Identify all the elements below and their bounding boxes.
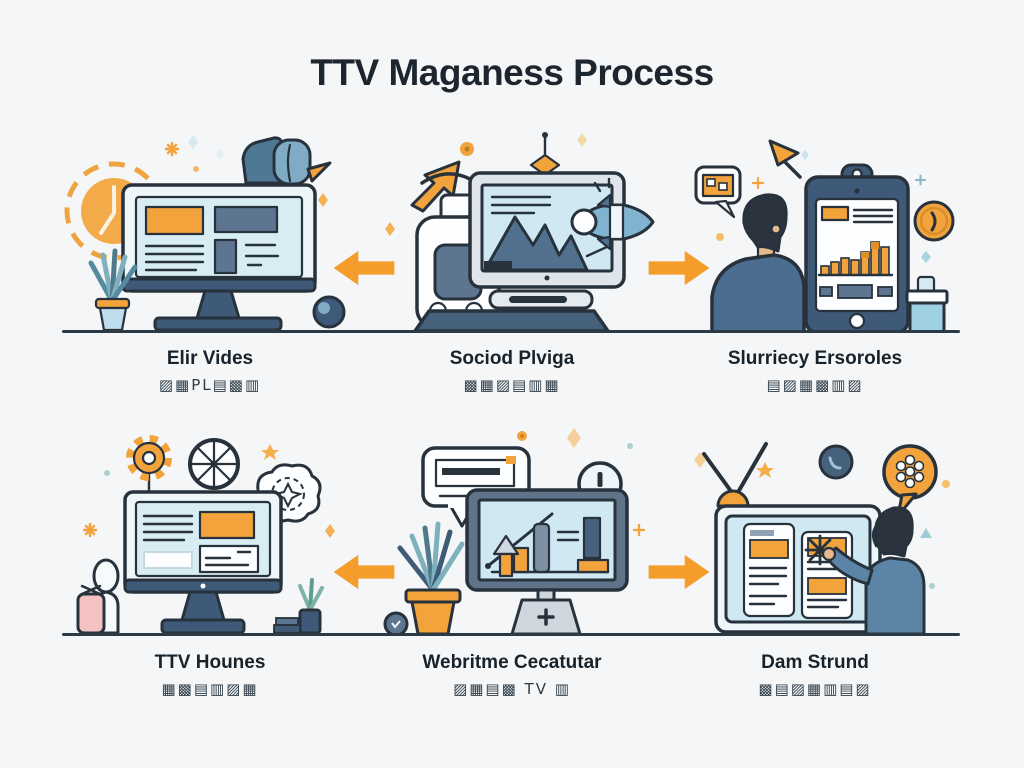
rocket-icon	[570, 177, 655, 251]
caption-title: Slurriecy Ersoroles	[727, 348, 903, 369]
sparkle-decorations	[716, 150, 931, 263]
coin-icon	[913, 200, 955, 242]
antenna-tv	[702, 442, 882, 634]
caption-subtitle: ▩▤▨▦▥▤▨	[758, 680, 872, 698]
monitor-growth-chart	[465, 488, 629, 635]
ground-line-row2	[62, 633, 960, 636]
kettlebell-icon	[312, 295, 346, 329]
plant-and-books	[273, 578, 324, 635]
caption-title: TTV Hounes	[154, 652, 266, 673]
panel-webritme-cecatutar	[362, 428, 662, 635]
illustration-settings-monitor	[76, 435, 335, 635]
backpack-icon	[241, 136, 332, 186]
desktop-monitor	[121, 183, 317, 332]
flow-arrow-right-row2	[648, 554, 710, 590]
wheel-icon	[188, 438, 240, 490]
panel-slurriecy-ersoroles	[670, 125, 970, 332]
image-speech-bubble	[694, 165, 742, 219]
panel-elir-vides	[62, 125, 362, 332]
sparkle-decorations	[82, 444, 335, 538]
ball-icon	[383, 611, 409, 635]
flower-speech-bubble	[882, 444, 938, 518]
caption-ttv-hounes: TTV Hounes ▦▩▤▥▨▦	[60, 652, 360, 698]
panel-ttv-hounes	[62, 428, 362, 635]
caption-subtitle: ▨▦PL▤▩▥	[158, 376, 262, 394]
caption-subtitle: ▤▨▦▩▥▨	[766, 376, 864, 394]
pink-bottle	[76, 584, 106, 635]
caption-subtitle: ▦▩▤▥▨▦	[161, 680, 259, 698]
panel-dam-strund	[670, 428, 970, 635]
person-viewer	[710, 193, 806, 332]
screen-card-left	[742, 522, 796, 618]
flow-arrow-left-row2	[333, 554, 395, 590]
monitor-mountain-chart	[413, 171, 626, 332]
gear-icon	[126, 435, 172, 496]
cup-icon	[905, 275, 949, 332]
chat-dot-icon	[818, 444, 854, 480]
sparkle-decorations	[517, 428, 646, 537]
illustration-person-tablet	[694, 139, 955, 332]
caption-title: Sociod Plviga	[449, 348, 575, 369]
illustration-desktop-website	[64, 135, 346, 332]
flow-arrow-left-row1	[333, 250, 395, 286]
caption-webritme-cecatutar: Webritme Cecatutar ▨▦▤▩ TV ▥	[362, 652, 662, 698]
caption-subtitle: ▨▦▤▩ TV ▥	[453, 680, 571, 698]
sparkle-decorations	[385, 133, 587, 236]
caption-title: Elir Vides	[166, 348, 254, 369]
potted-plant	[88, 248, 138, 332]
panel-sociod-plviga	[362, 125, 662, 332]
illustration-person-tv	[694, 442, 950, 635]
caption-sociod-plviga: Sociod Plviga ▩▦▨▤▥▦	[362, 348, 662, 394]
sparkle-decorations	[694, 452, 950, 589]
caption-title: Dam Strund	[761, 652, 869, 673]
caption-title: Webritme Cecatutar	[422, 652, 602, 673]
person-presenter	[821, 506, 926, 635]
illustration-analytics-machine	[385, 132, 655, 332]
sparkle-decorations	[164, 135, 328, 207]
caption-subtitle: ▩▦▨▤▥▦	[463, 376, 561, 394]
flow-arrow-right-row1	[648, 250, 710, 286]
caption-dam-strund: Dam Strund ▩▤▨▦▥▤▨	[665, 652, 965, 698]
tablet-bar-chart	[804, 163, 910, 332]
caption-slurriecy-ersoroles: Slurriecy Ersoroles ▤▨▦▩▥▨	[665, 348, 965, 394]
potted-plant	[397, 521, 465, 635]
page-title: TTV Maganess Process	[310, 52, 714, 93]
caption-elir-vides: Elir Vides ▨▦PL▤▩▥	[60, 348, 360, 394]
monitor-form	[123, 490, 283, 635]
ground-line-row1	[62, 330, 960, 333]
cursor-arrow-icon	[768, 139, 802, 179]
illustration-chart-monitor	[383, 428, 646, 635]
